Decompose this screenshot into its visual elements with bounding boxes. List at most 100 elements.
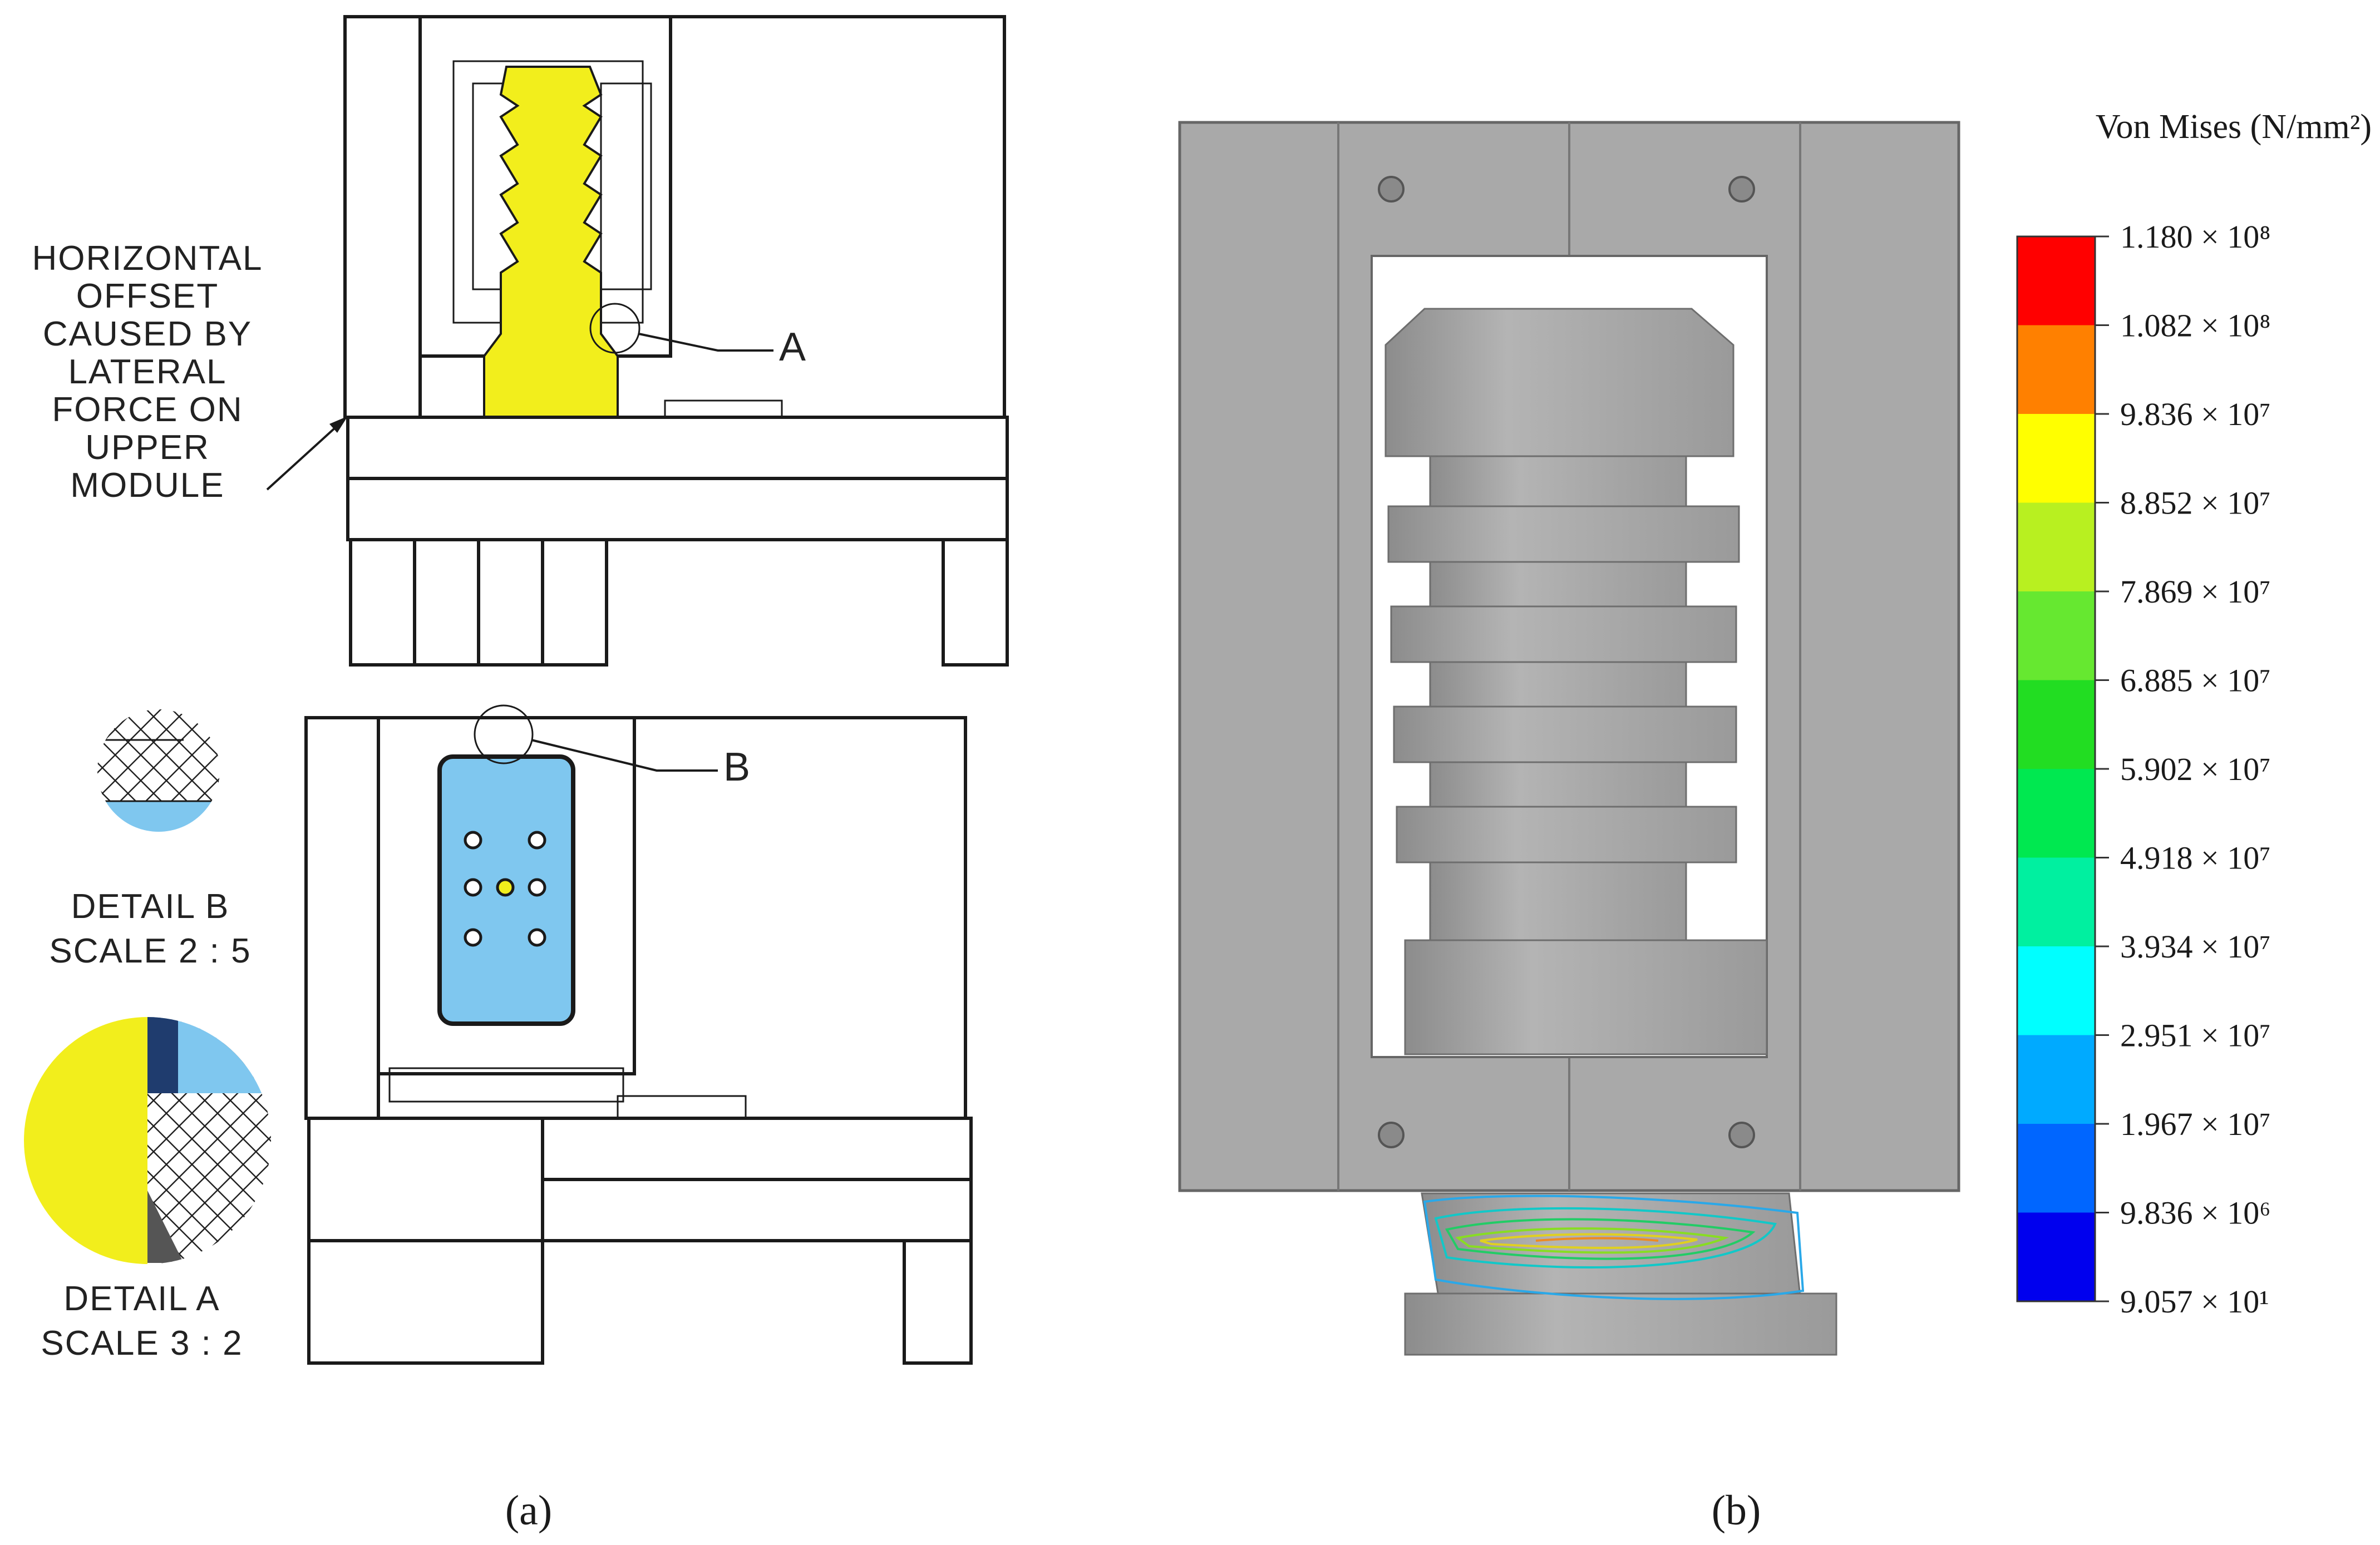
- legend-label: 2.951 × 10⁷: [2120, 1018, 2270, 1054]
- upper-section-drawing: A: [343, 15, 1009, 667]
- thread-ring: [1396, 806, 1737, 863]
- bolt-head: [1378, 1122, 1405, 1148]
- part-head: [1384, 308, 1735, 457]
- stress-contours: [1423, 1194, 1805, 1300]
- bolt-head: [1728, 176, 1755, 203]
- detail-a-navy: [147, 1017, 178, 1093]
- legend-label: 1.082 × 10⁸: [2120, 308, 2270, 344]
- platform-top: [346, 416, 1009, 480]
- detail-a-view: DETAIL A SCALE 3 : 2: [24, 1017, 271, 1363]
- thread-ring: [1390, 605, 1737, 663]
- stress-contour: [1455, 1227, 1729, 1254]
- detail-b-title: DETAIL B: [71, 887, 230, 926]
- legend-title: Von Mises (N/mm²): [2096, 108, 2372, 146]
- leg-2: [413, 538, 480, 667]
- detail-b-cross: [97, 709, 220, 801]
- offset-note-line-3: CAUSED BY: [43, 315, 252, 353]
- pin-hole: [464, 928, 482, 947]
- lower-leg-left: [307, 1239, 544, 1365]
- pin-hole: [528, 928, 546, 947]
- legend-swatch: [2017, 1124, 2095, 1213]
- caption-b: (b): [1712, 1487, 1761, 1534]
- fea-model: [1178, 121, 1960, 1356]
- legend-label: 7.869 × 10⁷: [2120, 574, 2270, 610]
- legend-swatch: [2017, 325, 2095, 414]
- legend-label: 1.967 × 10⁷: [2120, 1106, 2270, 1142]
- legend-label: 9.836 × 10⁷: [2120, 396, 2270, 432]
- detail-a-title: DETAIL A: [63, 1280, 220, 1318]
- offset-note-line-6: UPPER: [85, 428, 210, 467]
- bolt-head: [1378, 176, 1405, 203]
- legend-swatch: [2017, 1212, 2095, 1301]
- pin-holes: [464, 831, 546, 947]
- offset-note-arrow: [266, 422, 342, 491]
- legend-label: 5.902 × 10⁷: [2120, 751, 2270, 787]
- leg-1: [349, 538, 416, 667]
- lower-platform-right: [541, 1117, 973, 1181]
- offset-note-line-4: LATERAL: [68, 353, 226, 391]
- offset-note-line-1: HORIZONTAL: [32, 239, 263, 278]
- legend-ticks: [2095, 235, 2109, 1302]
- lower-leg-right: [903, 1239, 973, 1365]
- detail-b-edge: [97, 739, 220, 802]
- stress-contour: [1445, 1218, 1756, 1260]
- caption-a: (a): [505, 1487, 552, 1534]
- callout-b-label: B: [723, 745, 751, 789]
- detail-a-scale: SCALE 3 : 2: [41, 1324, 243, 1363]
- detail-b-marker: [474, 704, 534, 764]
- lower-left-wall: [304, 716, 380, 1120]
- part-base: [1404, 939, 1768, 1055]
- pin-hole: [528, 831, 546, 850]
- lower-yellow-plate: [388, 1067, 624, 1103]
- legend-swatch: [2017, 946, 2095, 1035]
- callout-a-leader: [638, 333, 773, 352]
- legend-label: 3.934 × 10⁷: [2120, 929, 2270, 965]
- stress-contour: [1423, 1194, 1805, 1300]
- detail-a-yellow: [24, 1017, 147, 1264]
- offset-note-line-2: OFFSET: [76, 277, 219, 315]
- legend-swatch: [2017, 1035, 2095, 1124]
- leg-3: [477, 538, 544, 667]
- platform-middle: [346, 477, 1009, 541]
- frame-seams: [1337, 122, 1801, 1191]
- legend-swatch: [2017, 769, 2095, 858]
- left-wall: [343, 15, 422, 419]
- offset-note-line-7: MODULE: [70, 466, 224, 505]
- stress-contour: [1480, 1233, 1698, 1249]
- legend-swatch: [2017, 414, 2095, 503]
- legend-swatch: [2017, 591, 2095, 680]
- stress-contour: [1434, 1207, 1777, 1268]
- legend-label: 1.180 × 10⁸: [2120, 219, 2270, 255]
- detail-b-blue: [97, 801, 220, 832]
- base-plate: [664, 399, 783, 418]
- offset-note: HORIZONTAL OFFSET CAUSED BY LATERAL FORC…: [32, 239, 348, 505]
- legend-swatch: [2017, 857, 2095, 946]
- pin-hole: [528, 878, 546, 897]
- stress-legend: Von Mises (N/mm²) 1.180 × 10⁸ 1.082 × 10⁸…: [2016, 108, 2372, 1320]
- legend-swatch: [2017, 236, 2095, 325]
- offset-arrowhead: [329, 416, 348, 433]
- blue-right-insert: [600, 82, 652, 290]
- legend-swatch: [2017, 680, 2095, 769]
- lower-platform-right-2: [541, 1178, 973, 1242]
- detail-a-grey-wedge: [147, 1191, 184, 1263]
- stress-contour: [1535, 1237, 1659, 1242]
- legend-label: 9.057 × 10¹: [2120, 1284, 2269, 1320]
- leg-4: [541, 538, 608, 667]
- legend-color-bar: [2016, 235, 2096, 1302]
- thread-ring: [1393, 705, 1737, 763]
- callout-b-leader: [531, 739, 718, 772]
- yellow-connector: [483, 66, 619, 418]
- thread-ring: [1387, 505, 1740, 563]
- detail-a-marker: [589, 303, 640, 354]
- legend-label: 4.918 × 10⁷: [2120, 840, 2270, 876]
- center-pin: [496, 878, 515, 897]
- detail-b-view: DETAIL B SCALE 2 : 5: [49, 709, 250, 970]
- leg-right: [942, 538, 1009, 667]
- lower-section-drawing: B: [304, 704, 973, 1365]
- legend-label: 9.836 × 10⁶: [2120, 1195, 2270, 1231]
- lower-base-plate: [617, 1095, 747, 1119]
- legend-swatch: [2017, 502, 2095, 591]
